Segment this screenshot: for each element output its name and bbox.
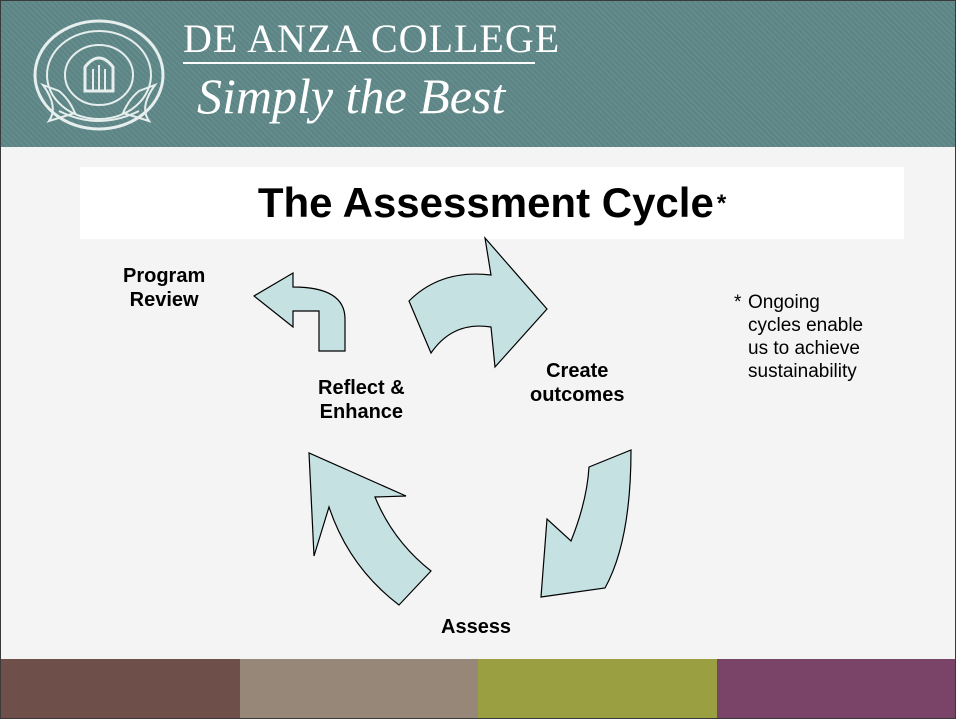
footer-block-4 — [716, 659, 955, 718]
college-name: DE ANZA COLLEGE — [183, 16, 561, 61]
reflect-enhance-label: Reflect & Enhance — [318, 377, 405, 423]
arrow-assess-to-reflect — [308, 452, 432, 606]
footer-color-band — [1, 659, 955, 718]
title-box: The Assessment Cycle* — [80, 167, 904, 239]
college-seal-logo — [33, 19, 165, 131]
header-divider — [183, 62, 535, 64]
create-outcomes-label: Create outcomes — [530, 360, 625, 406]
arrow-reflect-to-create — [408, 236, 548, 369]
header-banner: DE ANZA COLLEGE Simply the Best — [1, 1, 955, 147]
slide-title: The Assessment Cycle* — [80, 179, 904, 227]
college-tagline: Simply the Best — [197, 68, 506, 124]
arrow-to-program-review — [252, 271, 346, 352]
slide-title-text: The Assessment Cycle — [257, 179, 714, 226]
footer-block-3 — [478, 659, 717, 718]
assess-label: Assess — [441, 616, 512, 638]
footnote-text: Ongoing cycles enable us to achieve sust… — [748, 292, 864, 382]
program-review-label: Program Review — [123, 265, 206, 311]
footer-block-2 — [239, 659, 478, 718]
footnote: * Ongoing cycles enable us to achieve su… — [734, 291, 908, 383]
title-footnote-marker: * — [716, 190, 727, 217]
footer-block-1 — [1, 659, 240, 718]
arrow-create-to-assess — [540, 449, 632, 598]
footnote-marker: * — [734, 292, 742, 313]
